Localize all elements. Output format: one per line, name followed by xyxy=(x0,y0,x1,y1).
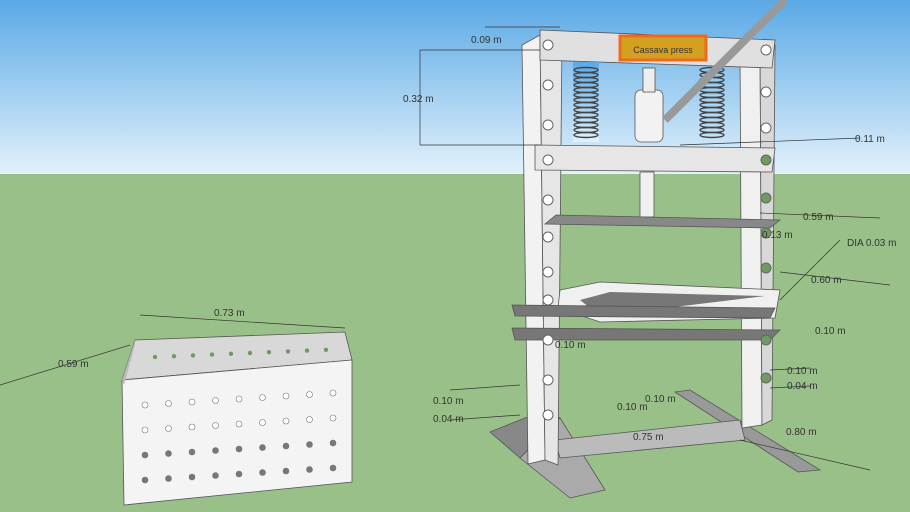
basket-hole xyxy=(259,394,266,401)
basket-hole xyxy=(259,444,266,451)
basket-hole xyxy=(306,441,313,448)
spring-coil xyxy=(573,131,599,139)
basket-hole xyxy=(329,464,337,472)
column-hole xyxy=(542,294,554,306)
basket-hole xyxy=(188,423,196,431)
basket-hole xyxy=(306,416,313,423)
column-hole xyxy=(760,372,772,384)
dim-spring-height: 0.32 m xyxy=(403,94,434,105)
column-hole xyxy=(542,334,554,346)
dim-basket-depth: 0.59 m xyxy=(58,359,89,370)
basket-hole xyxy=(141,476,149,484)
basket-hole xyxy=(285,349,291,354)
dim-diameter: DIA 0.03 m xyxy=(847,238,896,249)
basket-hole xyxy=(171,354,177,359)
column-hole xyxy=(760,192,772,204)
basket-hole xyxy=(329,389,337,397)
dim-top-plate: 0.09 m xyxy=(471,35,502,46)
basket-hole xyxy=(152,354,158,360)
basket-hole xyxy=(212,397,219,404)
basket-hole xyxy=(235,445,243,453)
column-hole xyxy=(542,119,554,131)
dimension-lines xyxy=(0,26,891,471)
dim-base-width: 0.75 m xyxy=(633,432,664,443)
column-hole xyxy=(760,227,772,239)
basket-hole xyxy=(188,473,196,481)
column-hole xyxy=(760,86,772,98)
column-hole xyxy=(542,39,554,51)
basket-hole xyxy=(190,353,196,358)
dim-base-gap-a: 0.10 m xyxy=(617,402,648,413)
spring-coil xyxy=(699,131,725,139)
basket-hole xyxy=(235,395,243,403)
dim-right-gap-lower: 0.04 m xyxy=(787,381,818,392)
dim-left-gap-upper: 0.10 m xyxy=(433,396,464,407)
column-hole xyxy=(760,334,772,346)
dim-base-gap-b: 0.10 m xyxy=(645,394,676,405)
basket-hole xyxy=(188,398,196,406)
sign-plate xyxy=(618,34,708,62)
cassava-press: Cassava press xyxy=(489,0,822,499)
column-hole xyxy=(760,122,772,134)
basket-hole xyxy=(141,426,149,434)
basket-hole xyxy=(235,420,243,428)
basket-hole xyxy=(304,348,310,353)
basket-hole xyxy=(282,392,290,400)
basket-hole xyxy=(282,442,290,450)
dim-tray-gap: 0.10 m xyxy=(815,326,846,337)
dim-left-gap-lower: 0.04 m xyxy=(433,414,464,425)
dim-press-plate-width: 0.59 m xyxy=(803,212,834,223)
basket-hole xyxy=(323,347,329,352)
dimension-labels: 0.09 m 0.32 m 0.11 m 0.59 m 0.13 m DIA 0… xyxy=(58,35,896,443)
hydraulic-jack xyxy=(634,89,664,143)
column-hole xyxy=(542,194,554,206)
basket-hole xyxy=(329,414,337,422)
column-hole xyxy=(542,266,554,278)
basket-hole xyxy=(282,417,290,425)
basket-hole xyxy=(306,466,313,473)
dim-plate-thickness: 0.11 m xyxy=(855,134,885,145)
column-hole xyxy=(542,154,554,166)
basket-hole xyxy=(141,401,149,409)
basket-hole xyxy=(259,469,266,476)
column-hole xyxy=(542,79,554,91)
basket-hole xyxy=(259,419,266,426)
basket-hole xyxy=(209,352,215,357)
perforated-basket xyxy=(121,331,353,506)
dim-basket-width: 0.73 m xyxy=(214,308,245,319)
basket-hole xyxy=(235,470,243,478)
basket-hole xyxy=(165,450,172,457)
dim-right-gap-upper: 0.10 m xyxy=(787,366,818,377)
basket-hole xyxy=(247,350,253,356)
basket-hole xyxy=(212,472,219,479)
basket-hole xyxy=(141,451,149,459)
basket-hole xyxy=(212,447,219,454)
basket-hole xyxy=(306,391,313,398)
basket-hole xyxy=(228,351,234,356)
column-hole xyxy=(760,154,772,166)
column-hole xyxy=(542,231,554,243)
jack-handle xyxy=(662,0,788,123)
basket-hole xyxy=(266,350,272,355)
column-hole xyxy=(760,44,772,56)
dim-tray-width: 0.60 m xyxy=(811,275,842,286)
basket-hole xyxy=(329,439,337,447)
basket-hole xyxy=(282,467,290,475)
basket-hole xyxy=(188,448,196,456)
dim-shelf-gap: 0.10 m xyxy=(555,340,586,351)
basket-hole xyxy=(165,475,172,482)
dim-press-plate-offset: 0.13 m xyxy=(762,230,793,241)
basket-hole xyxy=(212,422,219,429)
basket-hole xyxy=(165,400,172,407)
column-hole xyxy=(760,262,772,274)
column-hole xyxy=(542,374,554,386)
column-hole xyxy=(542,409,554,421)
basket-hole xyxy=(165,425,172,432)
dim-base-depth: 0.80 m xyxy=(786,427,817,438)
spring-left xyxy=(573,62,599,142)
sign-text: Cassava press xyxy=(633,45,693,55)
